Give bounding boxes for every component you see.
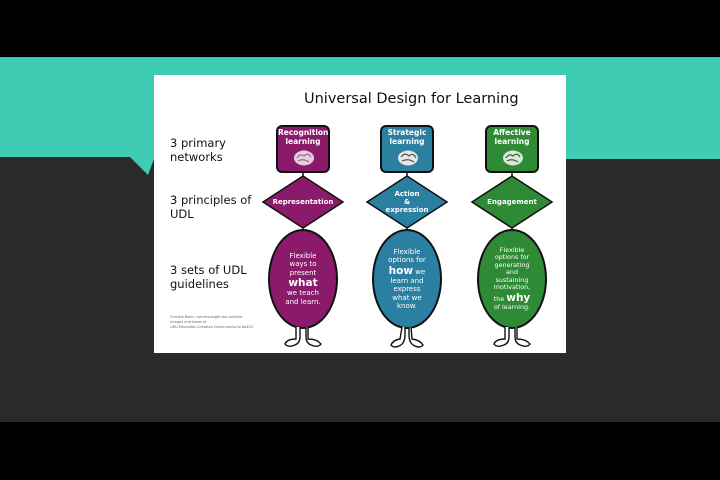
letterbox-bottom bbox=[0, 422, 720, 480]
principle-label-representation: Representation bbox=[263, 174, 343, 230]
guideline-text-pre: Flexible ways to present bbox=[289, 251, 317, 277]
diamond-engagement bbox=[470, 175, 554, 229]
diagram-shapes bbox=[261, 171, 554, 235]
row-label-guidelines: 3 sets of UDL guidelines bbox=[170, 263, 247, 291]
slide-title: Universal Design for Learning bbox=[304, 91, 519, 107]
guideline-keyword-suffix: we bbox=[413, 267, 426, 276]
feet-icon bbox=[493, 327, 531, 347]
network-label-strategic: Strategic learning bbox=[387, 128, 427, 146]
network-label-affective: Affective learning bbox=[493, 128, 531, 146]
image-credit: Christie Bolin, commonsight.me.rs/ether … bbox=[170, 315, 254, 329]
guideline-text-post: of learning. bbox=[493, 302, 531, 311]
guideline-keyword-why: why bbox=[506, 291, 531, 304]
brain-icon bbox=[398, 150, 418, 166]
brain-icon bbox=[503, 150, 523, 166]
row-label-networks: 3 primary networks bbox=[170, 136, 226, 164]
letterbox-top bbox=[0, 0, 720, 57]
network-label-recognition: Recognition learning bbox=[278, 128, 329, 146]
principle-label-engagement: Engagement bbox=[472, 174, 552, 230]
principle-text-action-expression: Action & expression bbox=[385, 190, 429, 214]
guideline-oval-recognition: Flexible ways to present what we teach a… bbox=[268, 229, 338, 329]
feet-icon bbox=[390, 327, 424, 348]
network-box-strategic: Strategic learning bbox=[380, 125, 434, 173]
guideline-keyword-prefix: the bbox=[493, 294, 507, 303]
guideline-keyword-what: what bbox=[288, 277, 318, 290]
guideline-text-pre: Flexible options for bbox=[388, 247, 426, 265]
guideline-text-post: learn and express what we know. bbox=[390, 276, 424, 311]
feet-icon bbox=[284, 327, 322, 347]
principle-text-representation: Representation bbox=[272, 198, 334, 206]
diamond-representation bbox=[261, 175, 345, 229]
guideline-keyword-how: how bbox=[388, 264, 414, 277]
guideline-text-post: we teach and learn. bbox=[285, 289, 321, 306]
guideline-oval-affective: Flexible options for generating and sust… bbox=[477, 229, 547, 329]
guideline-oval-strategic: Flexible options for how we learn and ex… bbox=[372, 229, 442, 329]
brain-icon bbox=[294, 150, 314, 166]
network-box-recognition: Recognition learning bbox=[276, 125, 330, 173]
network-box-affective: Affective learning bbox=[485, 125, 539, 173]
guideline-text-pre: Flexible options for generating and sust… bbox=[493, 246, 531, 292]
slide: Universal Design for Learning 3 primary … bbox=[154, 75, 566, 353]
principle-label-action-expression: Action & expression bbox=[367, 174, 447, 230]
diamond-action-expression bbox=[365, 175, 449, 229]
row-label-principles: 3 principles of UDL bbox=[170, 193, 252, 221]
principle-text-engagement: Engagement bbox=[487, 198, 537, 206]
